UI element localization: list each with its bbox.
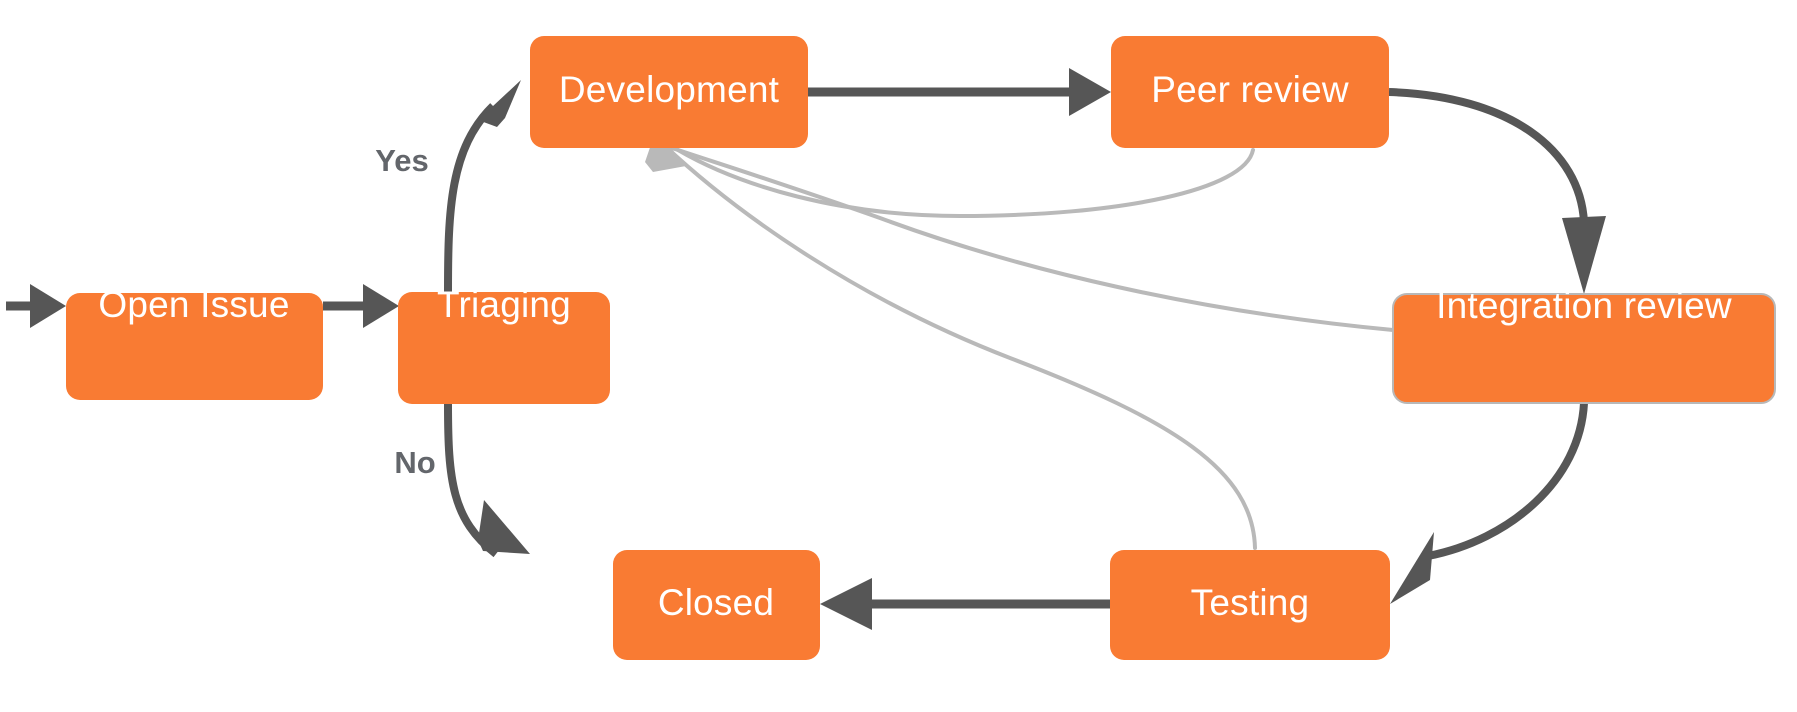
edge-label-yes: Yes bbox=[375, 143, 428, 178]
edge-peer-review-to-development bbox=[676, 148, 1255, 219]
node-closed-label: Closed bbox=[658, 582, 774, 623]
primary-edge-group bbox=[6, 68, 1606, 630]
node-peer-review[interactable]: Peer review bbox=[1111, 36, 1389, 148]
arrowhead-closed-no-icon bbox=[478, 500, 530, 554]
node-triaging-box[interactable] bbox=[398, 292, 610, 404]
node-integration-review-label: Integration review bbox=[1436, 285, 1732, 326]
node-open-issue[interactable]: Open Issue bbox=[66, 284, 323, 400]
node-closed-box[interactable] bbox=[613, 550, 820, 660]
node-integration-review-box[interactable] bbox=[1392, 293, 1776, 404]
arrowhead-peer-review-icon bbox=[1069, 68, 1111, 116]
node-open-issue-box[interactable] bbox=[66, 293, 323, 400]
node-testing-box[interactable] bbox=[1110, 550, 1390, 660]
arrowhead-development-icon bbox=[478, 80, 521, 127]
node-triaging-label: Triaging bbox=[437, 284, 571, 325]
node-peer-review-box[interactable] bbox=[1111, 36, 1389, 148]
edge-triaging-to-development bbox=[444, 103, 496, 293]
node-development-label: Development bbox=[559, 69, 780, 110]
arrowhead-start-icon bbox=[30, 284, 66, 328]
arrowhead-closed-icon bbox=[820, 578, 872, 630]
edge-testing-to-development bbox=[663, 144, 1257, 550]
edge-label-no: No bbox=[394, 445, 435, 480]
node-testing[interactable]: Testing bbox=[1110, 550, 1390, 660]
node-development-box[interactable] bbox=[530, 36, 808, 148]
node-peer-review-label: Peer review bbox=[1151, 69, 1349, 110]
arrowhead-integration-review-icon bbox=[1562, 216, 1606, 294]
node-integration-review[interactable]: Integration review bbox=[1392, 285, 1776, 404]
edge-integration-review-to-development bbox=[670, 146, 1395, 332]
node-development[interactable]: Development bbox=[530, 36, 808, 148]
edge-peer-review-to-integration-review bbox=[1388, 88, 1588, 223]
node-open-issue-label: Open Issue bbox=[98, 284, 289, 325]
node-testing-label: Testing bbox=[1191, 582, 1310, 623]
feedback-edge-group bbox=[645, 130, 1395, 550]
node-triaging[interactable]: Triaging bbox=[398, 284, 610, 404]
arrowhead-triaging-icon bbox=[363, 284, 399, 328]
edge-integration-review-to-testing bbox=[1427, 402, 1588, 560]
node-closed[interactable]: Closed bbox=[613, 550, 820, 660]
arrowhead-testing-icon bbox=[1390, 532, 1434, 604]
